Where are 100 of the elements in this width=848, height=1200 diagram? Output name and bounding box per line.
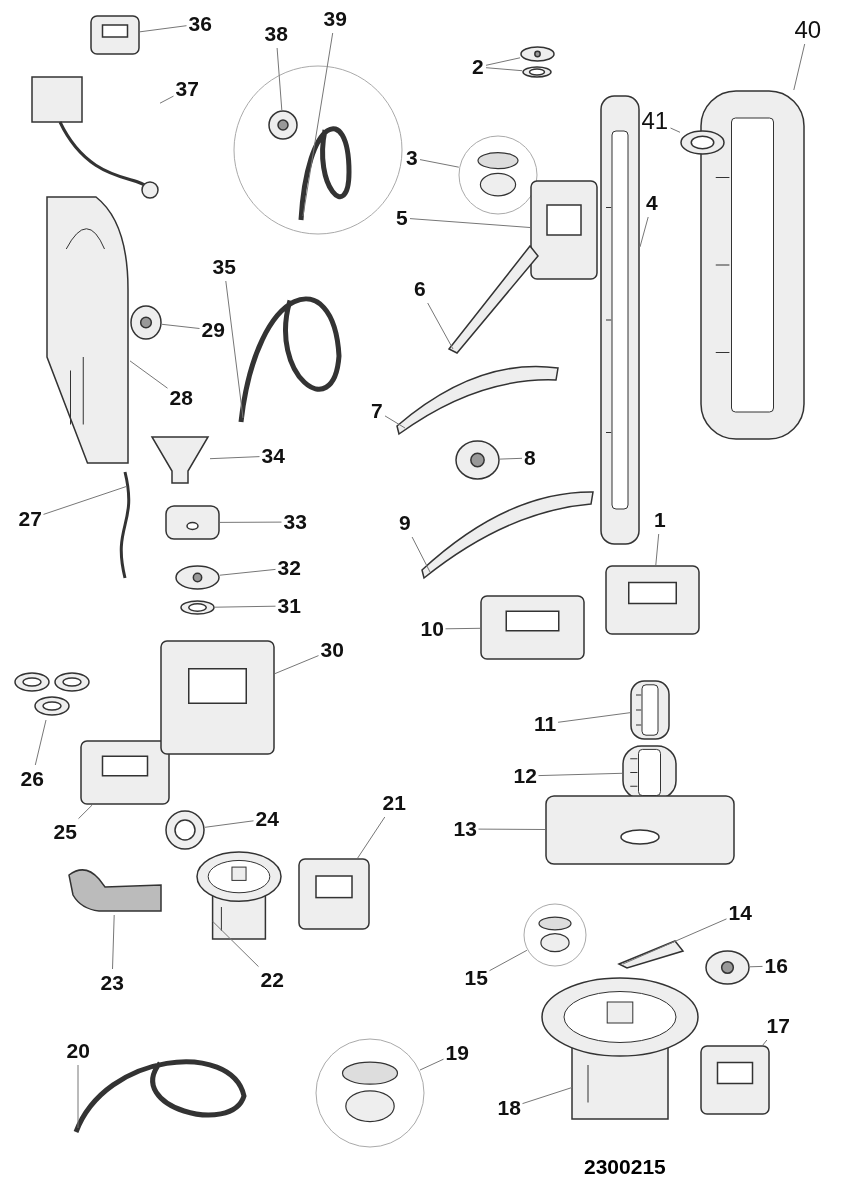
leader-line [427, 302, 454, 350]
callout-number: 35 [212, 255, 236, 279]
inset-circle [315, 1038, 425, 1148]
callout-number: 1 [654, 508, 666, 532]
part-drawing [160, 640, 275, 755]
callout-number: 8 [524, 446, 536, 470]
callout-number: 19 [445, 1041, 469, 1065]
leader-line [112, 914, 115, 970]
callout-number: 14 [728, 901, 752, 925]
inset-circle [523, 903, 587, 967]
callout-number: 30 [320, 638, 344, 662]
callout-number: 18 [497, 1096, 521, 1120]
part-drawing [522, 66, 552, 78]
callout-number: 28 [169, 386, 193, 410]
leader-line [161, 323, 200, 329]
callout-number: 27 [18, 507, 42, 531]
leader-line [749, 965, 763, 968]
part-drawing [630, 680, 670, 740]
part-drawing [700, 90, 805, 440]
leader-line [357, 816, 386, 859]
callout-number: 6 [414, 277, 426, 301]
leader-line [522, 1087, 573, 1105]
part-drawing [130, 305, 162, 340]
part-drawing [45, 195, 130, 465]
drawing-number: 2300215 [584, 1155, 666, 1179]
leader-line [419, 1058, 444, 1071]
leader-line [485, 57, 521, 66]
leader-line [139, 25, 187, 33]
callout-number: 34 [261, 444, 285, 468]
part-drawing [269, 111, 297, 139]
leader-line [225, 280, 244, 419]
leader-line [485, 67, 523, 72]
part-drawing [175, 565, 220, 590]
callout-number: 7 [371, 399, 383, 423]
leader-line [43, 486, 127, 515]
leader-line [212, 920, 259, 968]
part-drawing [680, 130, 725, 155]
leader-line [655, 533, 660, 566]
callout-number: 3 [406, 146, 418, 170]
part-drawing [165, 505, 220, 540]
leader-line [204, 820, 254, 828]
part-drawing [600, 95, 640, 545]
leader-line [478, 828, 546, 830]
leader-line [302, 32, 334, 217]
callout-number: 36 [188, 12, 212, 36]
callout-number: 22 [260, 968, 284, 992]
leader-line [622, 918, 727, 965]
part-drawing [180, 600, 215, 615]
callout-number: 11 [534, 712, 557, 736]
leader-line [557, 712, 631, 723]
inset-circle [458, 135, 538, 215]
callout-number: 24 [255, 807, 279, 831]
part-drawing [150, 435, 210, 485]
callout-number: 10 [420, 617, 444, 641]
callout-number: 2 [472, 55, 484, 79]
leader-line [538, 772, 623, 777]
leader-line [78, 804, 93, 820]
callout-number: 21 [382, 791, 406, 815]
leader-line [219, 568, 276, 576]
callout-number: 41 [641, 109, 669, 133]
leader-line [384, 415, 406, 429]
callout-number: 29 [201, 318, 225, 342]
part-drawing [705, 950, 750, 985]
part-drawing [90, 15, 140, 55]
callout-number: 39 [323, 7, 347, 31]
leader-line [670, 127, 681, 133]
leader-line [214, 605, 276, 608]
part-drawing [545, 795, 735, 865]
part-drawing [530, 180, 598, 280]
part-drawing [605, 565, 700, 635]
callout-number: 37 [175, 77, 199, 101]
callout-number: 9 [399, 511, 411, 535]
leader-line [639, 216, 649, 248]
callout-number: 13 [453, 817, 477, 841]
callout-number: 32 [277, 556, 301, 580]
leader-line [489, 949, 528, 972]
callout-number: 40 [794, 18, 822, 42]
leader-line [34, 719, 47, 766]
leader-line [419, 159, 460, 168]
callout-number: 26 [20, 767, 44, 791]
leader-line [445, 627, 481, 630]
part-drawing [30, 75, 160, 200]
callout-number: 5 [396, 206, 408, 230]
leader-line [276, 47, 283, 111]
callout-number: 20 [66, 1039, 90, 1063]
leader-line [499, 457, 523, 460]
part-drawing [480, 595, 585, 660]
leader-line [159, 95, 174, 104]
leader-line [129, 360, 168, 389]
leader-line [409, 218, 531, 228]
part-drawing [455, 440, 500, 480]
part-drawing [80, 740, 170, 805]
callout-number: 12 [513, 764, 537, 788]
part-drawing [520, 46, 555, 62]
callout-number: 31 [277, 594, 301, 618]
leader-line [793, 43, 806, 91]
callout-number: 25 [53, 820, 77, 844]
part-drawing [298, 858, 370, 930]
part-drawing [301, 128, 349, 220]
part-drawing [700, 1045, 770, 1115]
